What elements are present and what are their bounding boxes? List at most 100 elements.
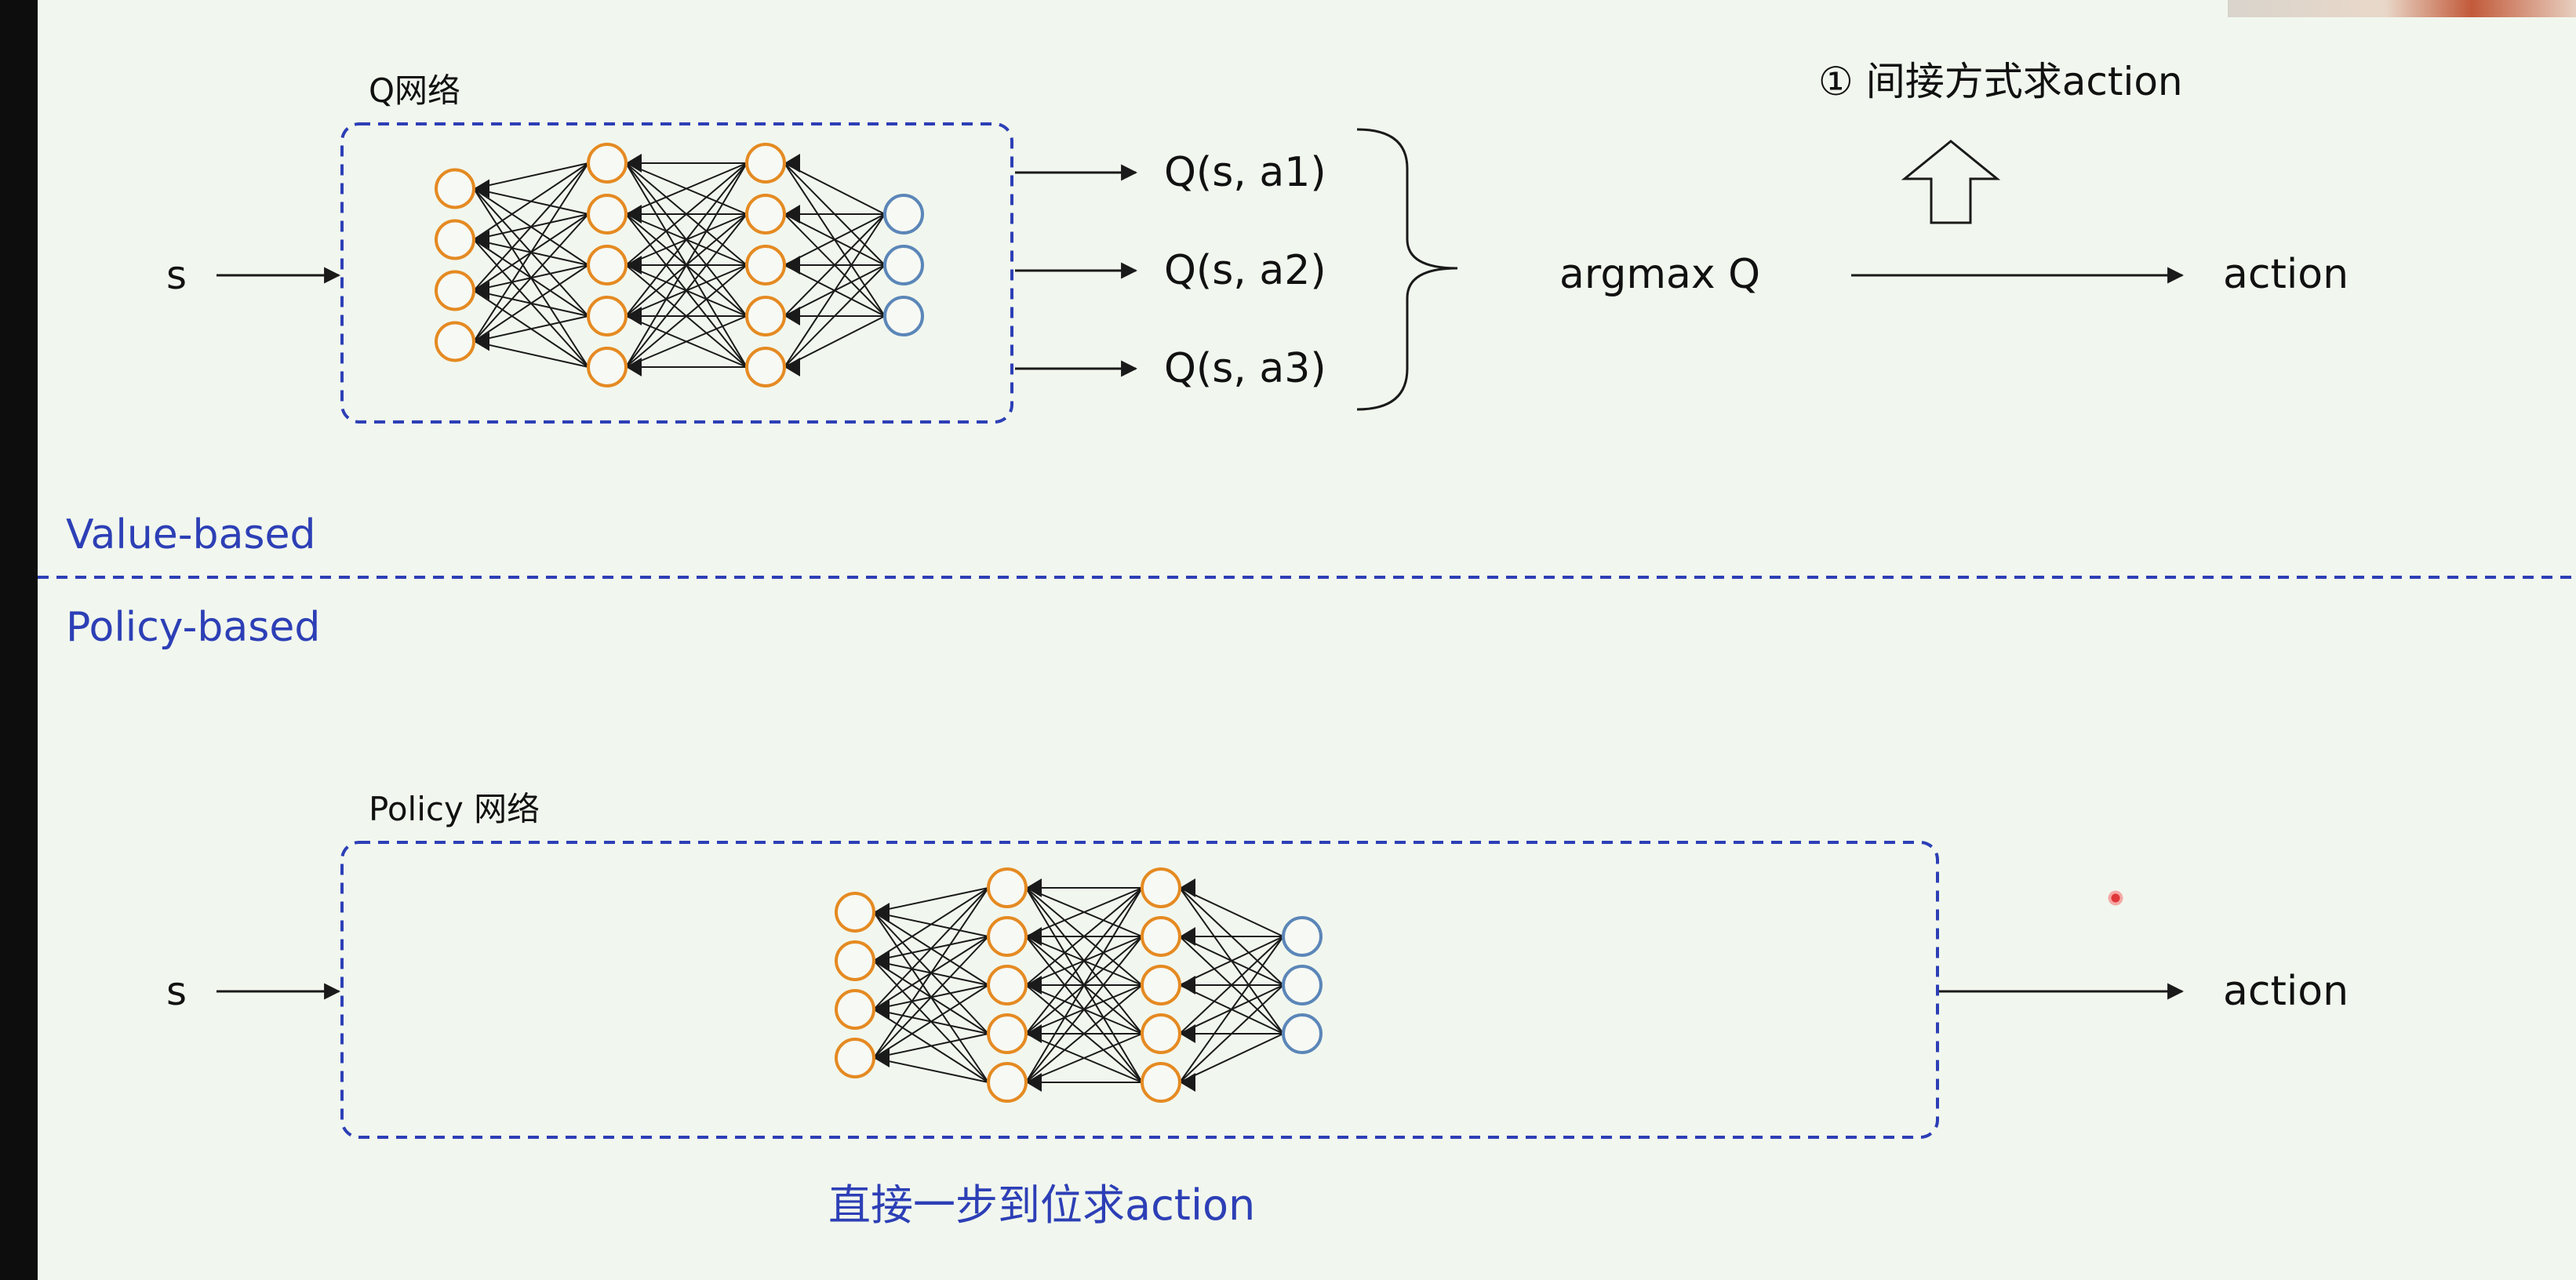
nn-arrowhead xyxy=(474,179,489,198)
output-neuron xyxy=(1282,1013,1323,1054)
value-action-label: action xyxy=(2223,251,2349,298)
hidden-neuron xyxy=(587,143,628,184)
hidden-neuron xyxy=(435,270,475,311)
hidden-neuron xyxy=(835,940,875,981)
nn-connection xyxy=(873,1057,989,1083)
cursor-dot-icon xyxy=(2107,889,2124,907)
nn-arrowhead xyxy=(474,281,489,300)
nn-arrowhead xyxy=(874,1049,890,1067)
output-neuron xyxy=(1282,916,1323,957)
hidden-neuron xyxy=(1141,965,1181,1005)
nn-connection xyxy=(1179,936,1284,1083)
nn-connection xyxy=(784,213,886,368)
hidden-neuron xyxy=(745,347,786,387)
nn-arrowhead xyxy=(626,256,642,275)
nn-arrowhead xyxy=(1026,878,1042,897)
nn-connection xyxy=(473,162,589,292)
nn-arrowhead xyxy=(1180,1024,1195,1043)
value-based-section-label: Value-based xyxy=(66,511,316,558)
nn-arrowhead xyxy=(1026,1073,1042,1092)
hidden-neuron xyxy=(1141,867,1181,908)
slide xyxy=(38,0,2576,1280)
nn-connection xyxy=(473,162,589,343)
nn-connection xyxy=(784,213,886,317)
nn-connection xyxy=(1025,1033,1143,1083)
nn-connection xyxy=(625,162,748,317)
output-neuron xyxy=(883,194,924,235)
policy-input-label: s xyxy=(166,969,187,1014)
value-input-label: s xyxy=(166,253,187,298)
hidden-neuron xyxy=(745,143,786,184)
hidden-neuron xyxy=(1141,1062,1181,1103)
nn-connection xyxy=(1025,984,1143,1083)
q-output-2: Q(s, a2) xyxy=(1164,247,1326,294)
nn-connection xyxy=(473,213,589,343)
nn-arrowhead xyxy=(626,307,642,325)
nn-connection xyxy=(1025,887,1143,937)
neural-network-policy xyxy=(835,867,1323,1103)
argmax-label: argmax Q xyxy=(1559,251,1761,298)
nn-connection xyxy=(873,887,989,962)
nn-connection xyxy=(625,315,748,368)
nn-arrowhead xyxy=(474,332,489,351)
nn-arrowhead xyxy=(1180,976,1195,995)
indirect-note: ① 间接方式求action xyxy=(1818,59,2183,104)
nn-connection xyxy=(473,162,589,241)
nn-arrowhead xyxy=(874,903,890,922)
hidden-neuron xyxy=(587,245,628,285)
nn-connection xyxy=(1179,887,1284,937)
nn-arrowhead xyxy=(784,307,800,325)
nn-connection xyxy=(873,887,989,1059)
hidden-neuron xyxy=(835,1038,875,1078)
nn-connection xyxy=(1179,936,1284,986)
hidden-neuron xyxy=(987,965,1028,1005)
hidden-neuron xyxy=(835,989,875,1030)
policy-network-box xyxy=(340,841,1939,1139)
nn-connection xyxy=(873,1033,989,1059)
output-neuron xyxy=(883,245,924,285)
nn-arrowhead xyxy=(874,1000,890,1019)
nn-connection xyxy=(873,887,989,913)
presenter-video-thumbnail xyxy=(2228,0,2576,17)
hidden-neuron xyxy=(587,347,628,387)
nn-arrowhead xyxy=(626,358,642,376)
nn-arrowhead xyxy=(1180,1073,1195,1092)
nn-arrowhead xyxy=(1180,878,1195,897)
nn-arrowhead xyxy=(1180,927,1195,946)
nn-connection xyxy=(473,162,589,190)
hidden-neuron xyxy=(435,219,475,260)
nn-connection xyxy=(1025,887,1143,986)
up-arrow-outline-icon xyxy=(1901,140,2001,224)
nn-arrowhead xyxy=(1026,927,1042,946)
nn-connection xyxy=(784,213,886,266)
nn-arrowhead xyxy=(784,154,800,173)
hidden-neuron xyxy=(987,916,1028,957)
value-network-label: Q网络 xyxy=(369,71,461,110)
nn-arrowhead xyxy=(874,951,890,970)
nn-connection xyxy=(784,264,886,368)
nn-connection xyxy=(784,162,886,215)
nn-connection xyxy=(473,264,589,343)
nn-arrowhead xyxy=(1026,1024,1042,1043)
nn-arrowhead xyxy=(784,205,800,224)
nn-connection xyxy=(873,887,989,1010)
nn-connection xyxy=(473,315,589,343)
nn-arrowhead xyxy=(784,256,800,275)
q-network-box xyxy=(340,122,1013,424)
nn-connection xyxy=(1025,887,1143,1035)
policy-based-section-label: Policy-based xyxy=(66,604,321,651)
q-output-3: Q(s, a3) xyxy=(1164,345,1326,392)
hidden-neuron xyxy=(987,1013,1028,1054)
nn-connection xyxy=(625,264,748,368)
hidden-neuron xyxy=(835,892,875,933)
nn-connection xyxy=(784,315,886,368)
policy-network-label: Policy 网络 xyxy=(369,790,540,828)
nn-connection xyxy=(625,162,748,266)
nn-connection xyxy=(473,340,589,368)
nn-connection xyxy=(873,984,989,1059)
nn-connection xyxy=(873,936,989,1059)
nn-arrowhead xyxy=(626,154,642,173)
q-output-1: Q(s, a1) xyxy=(1164,149,1326,196)
hidden-neuron xyxy=(987,867,1028,908)
nn-connection xyxy=(1025,936,1143,1083)
